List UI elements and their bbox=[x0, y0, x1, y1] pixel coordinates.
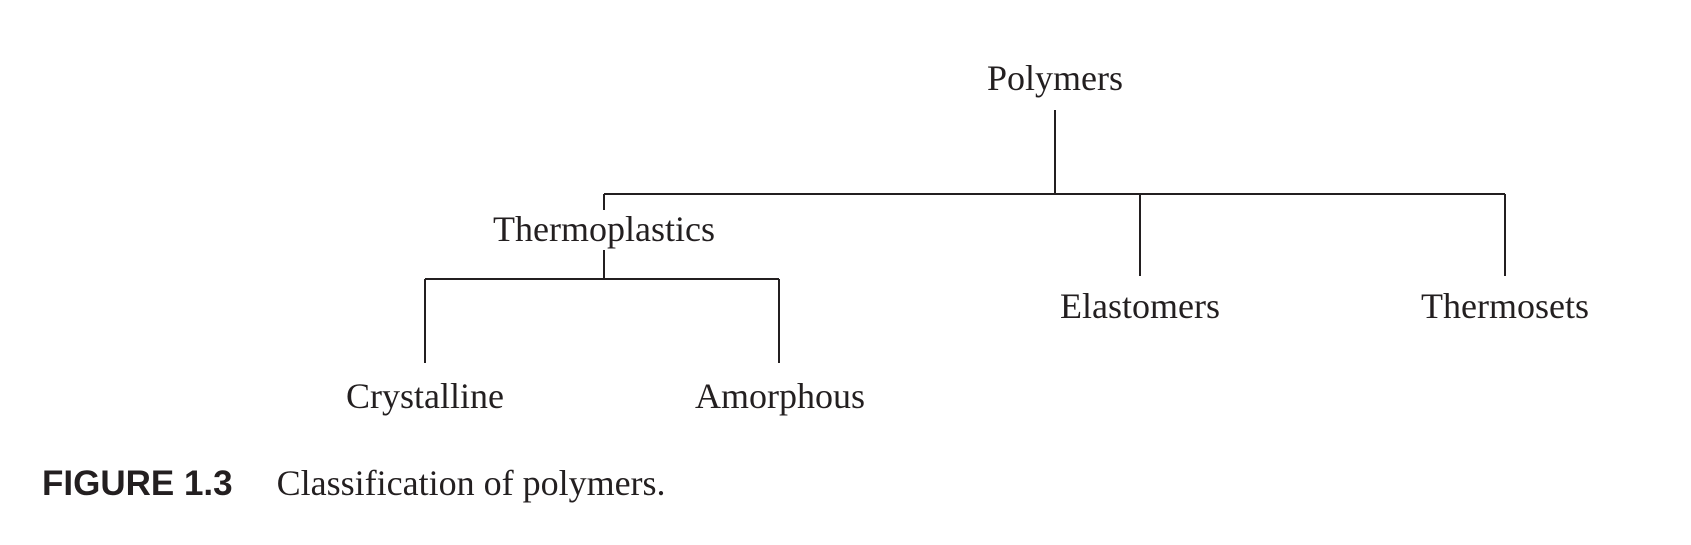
node-elastomers: Elastomers bbox=[1060, 286, 1220, 326]
figure-caption: FIGURE 1.3 Classification of polymers. bbox=[42, 465, 666, 501]
tree-nodes: Polymers Thermoplastics Elastomers Therm… bbox=[346, 58, 1589, 416]
node-thermoplastics: Thermoplastics bbox=[493, 209, 715, 249]
tree-connectors bbox=[424, 110, 1506, 363]
node-crystalline: Crystalline bbox=[346, 376, 504, 416]
node-polymers: Polymers bbox=[987, 58, 1123, 98]
figure-number: FIGURE 1.3 bbox=[42, 464, 233, 503]
figure-caption-text: Classification of polymers. bbox=[276, 463, 666, 503]
node-thermosets: Thermosets bbox=[1421, 286, 1589, 326]
node-amorphous: Amorphous bbox=[695, 376, 865, 416]
